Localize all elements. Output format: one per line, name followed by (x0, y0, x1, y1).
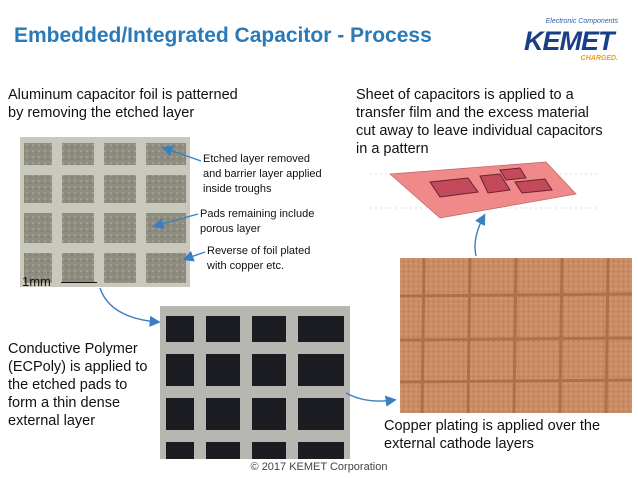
callout-arrow-pads (152, 213, 199, 230)
callout-arrow-reverse (182, 250, 206, 262)
transfer-step-line: cut away to leave individual capacitors (356, 123, 603, 139)
callout-arrow-etched (161, 145, 202, 162)
polymer-grid-image (160, 306, 350, 459)
polymer-step-line: the etched pads to (8, 377, 128, 393)
polymer-step-line: Conductive Polymer (8, 341, 138, 357)
flow-arrow-copper-to-transfer (474, 213, 486, 257)
callout-etched: Etched layer removed and barrier layer a… (203, 152, 322, 197)
callout-line: inside troughs (203, 183, 272, 195)
scale-line (60, 282, 97, 284)
logo-tagline: Electronic Components (545, 18, 618, 25)
polymer-step-line: (ECPoly) is applied to (8, 359, 148, 375)
foil-photo (20, 137, 190, 287)
transfer-step-text: Sheet of capacitors is applied to a tran… (356, 86, 603, 158)
logo-brand: KEMET (524, 26, 614, 56)
callout-pads: Pads remaining include porous layer (200, 207, 314, 237)
callout-line: Etched layer removed (203, 153, 310, 165)
callout-line: with copper etc. (207, 260, 285, 272)
callout-line: Reverse of foil plated (207, 245, 311, 257)
copper-step-line: Copper plating is applied over the (384, 418, 601, 434)
transfer-sheet-diagram (370, 160, 600, 220)
callout-line: and barrier layer applied (203, 168, 322, 180)
transfer-step-line: transfer film and the excess material (356, 105, 589, 121)
foil-step-line: by removing the etched layer (8, 105, 195, 121)
scale-bar: 1mm (22, 274, 97, 289)
copper-grid-image (400, 258, 632, 413)
footer-copyright: © 2017 KEMET Corporation (250, 461, 388, 473)
foil-step-line: Aluminum capacitor foil is patterned (8, 87, 238, 103)
copper-step-text: Copper plating is applied over the exter… (384, 417, 600, 453)
transfer-step-line: in a pattern (356, 141, 429, 157)
foil-grid-image (20, 137, 190, 287)
polymer-photo (160, 306, 350, 459)
polymer-step-line: external layer (8, 413, 96, 429)
logo-slogan: CHARGED. (580, 55, 618, 62)
flow-arrow-polymer-to-copper (345, 392, 397, 407)
callout-line: porous layer (200, 223, 261, 235)
slide-title: Embedded/Integrated Capacitor - Process (14, 24, 432, 47)
polymer-step-line: form a thin dense (8, 395, 121, 411)
copper-step-line: external cathode layers (384, 436, 534, 452)
flow-arrow-foil-to-polymer (99, 287, 161, 327)
transfer-sheet-image (370, 161, 600, 219)
polymer-step-text: Conductive Polymer (ECPoly) is applied t… (8, 340, 147, 430)
copper-photo (400, 258, 632, 413)
kemet-logo: Electronic Components KEMET CHARGED. (520, 18, 620, 64)
transfer-step-line: Sheet of capacitors is applied to a (356, 87, 574, 103)
callout-line: Pads remaining include (200, 208, 315, 220)
scale-label: 1mm (22, 274, 51, 289)
callout-reverse: Reverse of foil plated with copper etc. (207, 244, 310, 274)
foil-step-text: Aluminum capacitor foil is patterned by … (8, 86, 238, 122)
